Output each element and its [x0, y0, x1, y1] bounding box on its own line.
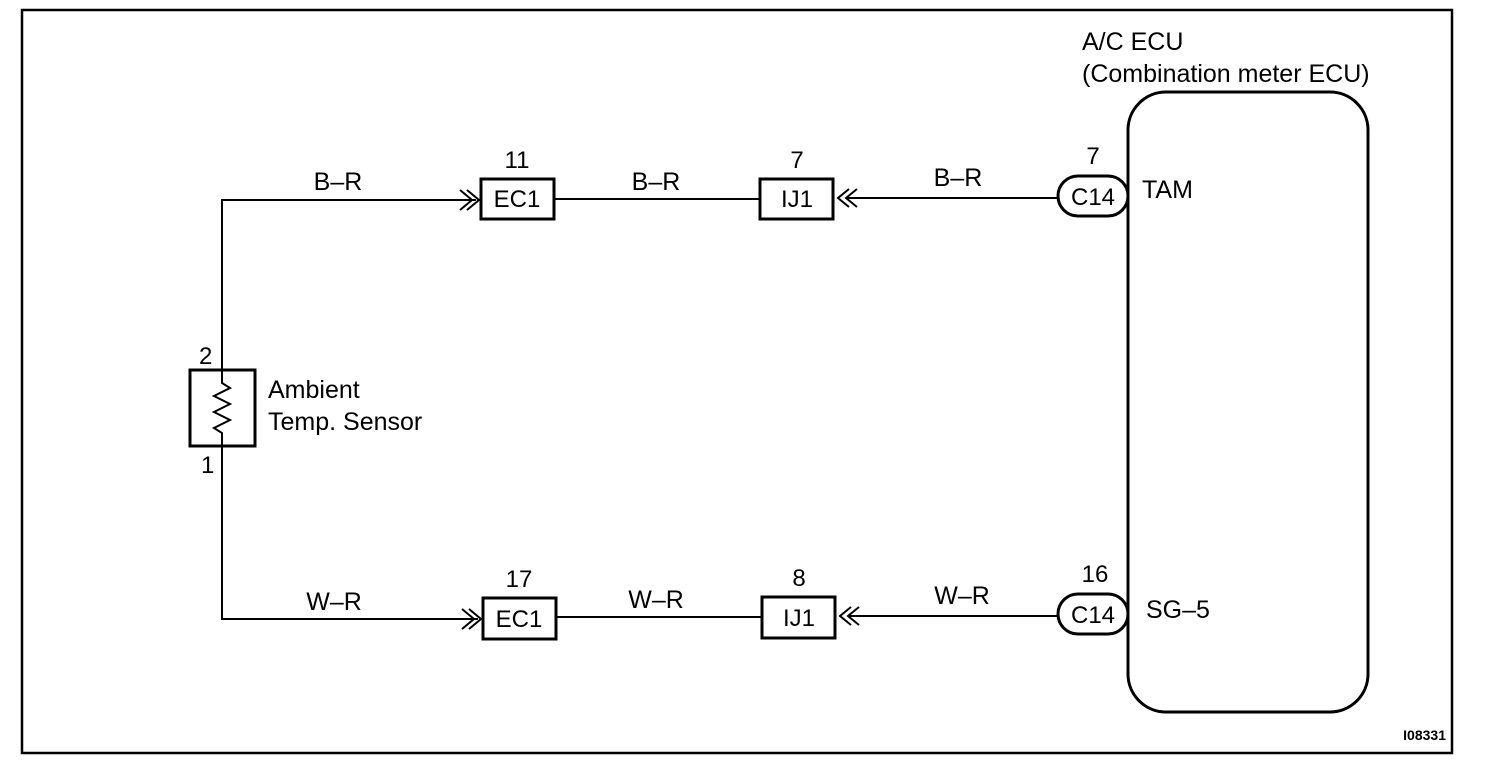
top-ij1-box [758, 177, 835, 221]
bottom-c14-connector [1056, 592, 1130, 636]
bottom-ec1-pin: 17 [506, 566, 533, 593]
top-wire-left-color: B–R [314, 168, 363, 196]
bottom-wire-left [221, 446, 478, 620]
bottom-arrow-ec1-inner [468, 608, 483, 630]
ecu-block: A/C ECU (Combination meter ECU) TAM SG–5 [1082, 28, 1370, 714]
bottom-wire-mid-color: W–R [628, 586, 684, 614]
bottom-ij1-label: IJ1 [783, 605, 815, 632]
bottom-ec1-label: EC1 [496, 606, 543, 633]
bottom-ij1-box [760, 595, 837, 640]
bottom-ij1-pin: 8 [792, 565, 805, 592]
top-arrow-ec1-inner [466, 189, 481, 211]
bottom-c14-label: C14 [1071, 602, 1115, 629]
ecu-subtitle: (Combination meter ECU) [1082, 60, 1370, 88]
top-wire-left [221, 199, 476, 370]
ecu-terminal-tam: TAM [1142, 176, 1193, 204]
sensor-pin-top: 2 [199, 343, 212, 370]
ecu-terminal-sg5: SG–5 [1146, 596, 1210, 624]
top-arrow-ec1-outer [459, 189, 474, 211]
figure-id: I08331 [1403, 727, 1446, 743]
top-c14-connector [1056, 174, 1130, 218]
top-arrow-ij1-outer [836, 188, 850, 208]
bottom-wire-right-color: W–R [934, 582, 990, 610]
top-c14-pin: 7 [1086, 143, 1099, 170]
bottom-arrow-ec1-outer [461, 608, 476, 630]
sensor-label-line1: Ambient [268, 376, 360, 404]
top-c14-label: C14 [1071, 184, 1115, 211]
diagram-frame [20, 8, 1454, 755]
ecu-outline [1126, 90, 1370, 714]
top-wire-mid-color: B–R [632, 168, 681, 196]
sensor-pin-bottom: 1 [201, 452, 214, 479]
top-ec1-box [479, 177, 556, 221]
top-ec1-label: EC1 [494, 186, 541, 213]
top-ec1-pin: 11 [505, 147, 530, 174]
sensor-label-line2: Temp. Sensor [268, 408, 422, 436]
ambient-temp-sensor: 2 1 Ambient Temp. Sensor [188, 343, 422, 479]
ecu-title: A/C ECU [1082, 28, 1183, 56]
bottom-circuit: EC1 17 IJ1 8 C14 16 W–R W–R W–R [221, 446, 1130, 641]
bottom-wire-left-color: W–R [306, 588, 362, 616]
bottom-ec1-box [481, 596, 558, 641]
bottom-c14-pin: 16 [1082, 561, 1109, 588]
bottom-arrow-ij1-outer [838, 606, 852, 626]
top-ij1-label: IJ1 [781, 186, 813, 213]
top-circuit: EC1 11 IJ1 7 C14 7 B–R B–R B–R [221, 143, 1130, 370]
resistor-symbol [211, 370, 233, 446]
top-ij1-pin: 7 [790, 147, 803, 174]
top-wire-right-color: B–R [934, 164, 983, 192]
